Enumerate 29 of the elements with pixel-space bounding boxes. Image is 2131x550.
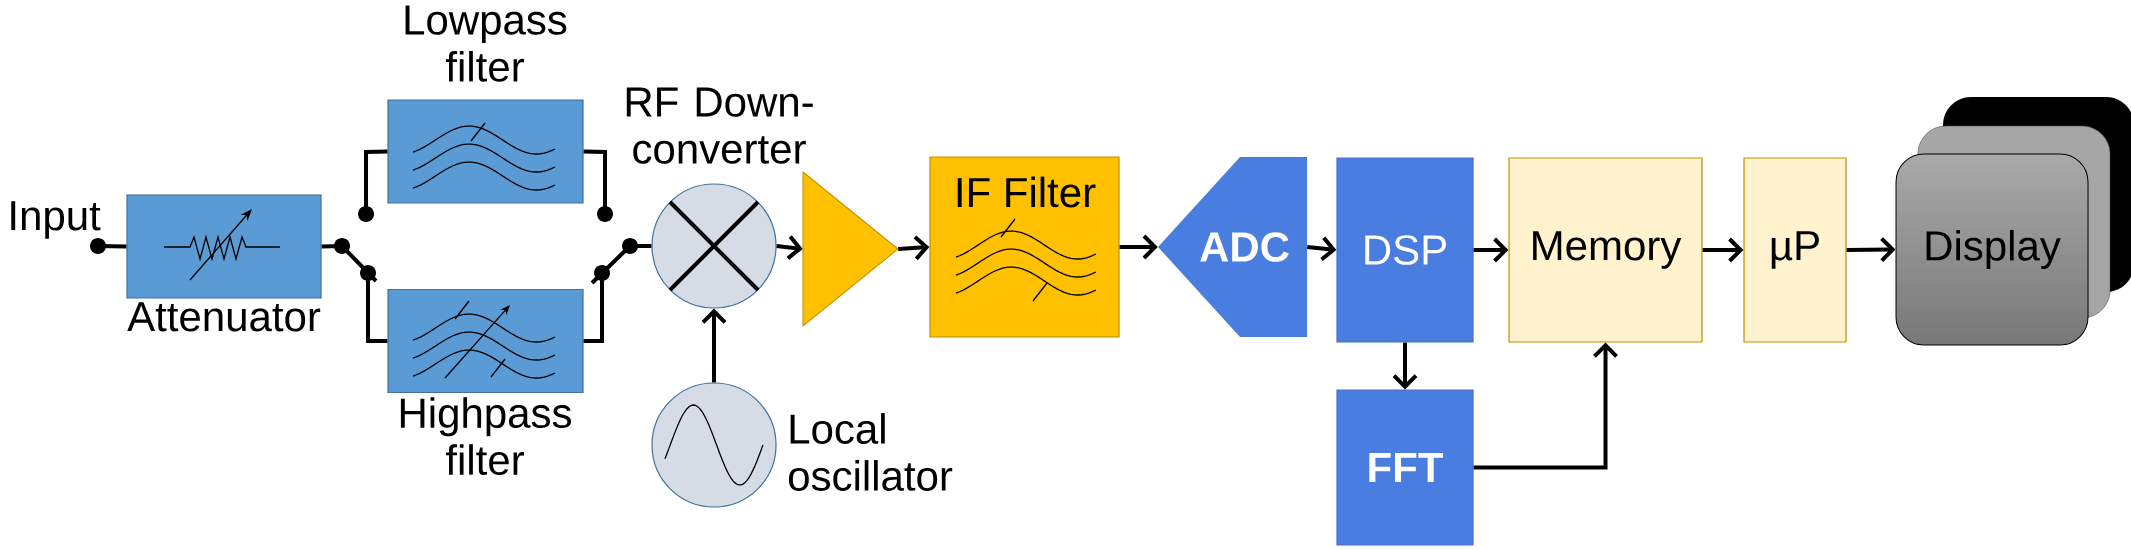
connector — [358, 149, 388, 222]
connector — [701, 308, 727, 383]
amplifier-triangle — [802, 171, 899, 327]
connector — [583, 149, 613, 222]
connector — [1846, 237, 1896, 263]
connector — [1702, 237, 1744, 263]
connector — [898, 235, 930, 261]
input-label: Input — [11, 201, 101, 239]
adc-block: ADC — [1158, 157, 1307, 337]
fft-box: FFT — [1336, 389, 1474, 546]
connector — [1473, 342, 1618, 470]
connector — [319, 244, 390, 343]
node-label: Highpass filter — [400, 397, 571, 476]
node-label: Local oscillator — [788, 413, 953, 491]
display-screen: Display — [1895, 97, 2131, 346]
connector — [1473, 237, 1509, 263]
connector — [776, 235, 803, 260]
connector — [1392, 342, 1418, 390]
node-label: IF Filter — [957, 176, 1096, 208]
memory-box: Memory — [1508, 157, 1703, 343]
dsp-box: DSP — [1336, 157, 1474, 343]
node-label: Lowpass filter — [405, 5, 567, 82]
connector — [581, 244, 654, 343]
connector — [1119, 234, 1158, 260]
connector — [90, 238, 127, 254]
node-label: RF Down-converter — [626, 87, 813, 164]
node-label: Attenuator — [127, 302, 321, 332]
processor-box: µP — [1743, 157, 1847, 343]
connector — [1307, 236, 1337, 262]
